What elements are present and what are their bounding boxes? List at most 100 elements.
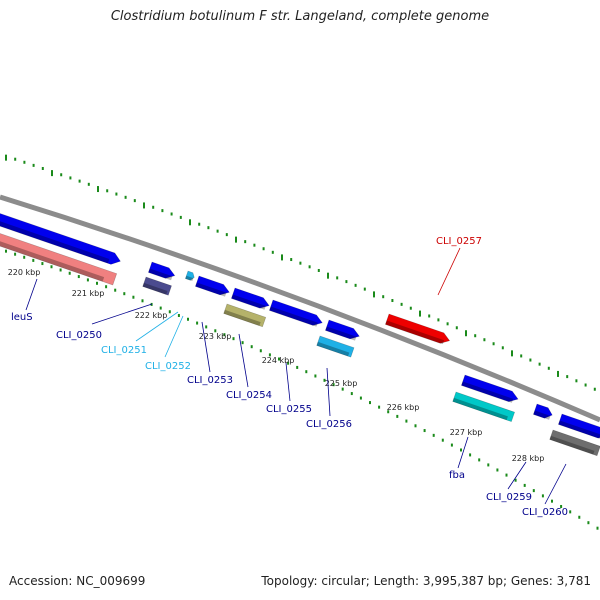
label-leader bbox=[285, 362, 291, 402]
outer-ring-dot bbox=[336, 276, 339, 280]
inner-ring-dot bbox=[414, 424, 417, 428]
label-leader bbox=[238, 333, 249, 388]
genome-stats-text: Topology: circular; Length: 3,995,387 bp… bbox=[261, 574, 591, 588]
accession-text: Accession: NC_009699 bbox=[9, 574, 146, 588]
inner-ring-dot bbox=[268, 353, 271, 357]
outer-ring-dot bbox=[124, 195, 127, 199]
outer-ring-dot bbox=[465, 330, 467, 337]
inner-ring-dot bbox=[287, 361, 290, 365]
outer-ring-dot bbox=[520, 354, 523, 358]
outer-ring-dot bbox=[474, 334, 477, 338]
outer-ring-dot bbox=[363, 287, 366, 291]
tick-label: 227 kbp bbox=[450, 428, 483, 437]
inner-ring-dot bbox=[50, 265, 53, 269]
feature-label: CLI_0253 bbox=[187, 375, 233, 386]
outer-ring-dot bbox=[290, 258, 293, 262]
outer-ring-dot bbox=[409, 306, 412, 310]
label-track: leuSCLI_0250CLI_0251CLI_0252CLI_0253CLI_… bbox=[11, 236, 568, 518]
outer-ring-dot bbox=[152, 205, 155, 209]
feature-CLI_0251 bbox=[185, 270, 195, 281]
inner-ring-dot bbox=[205, 325, 208, 329]
inner-ring-dot bbox=[23, 255, 26, 259]
inner-ring-dot bbox=[187, 317, 189, 321]
feature-label: CLI_0255 bbox=[266, 404, 312, 415]
inner-ring-dot bbox=[532, 489, 535, 493]
outer-ring-dot bbox=[557, 370, 559, 377]
feature-CLI_0260-cds bbox=[549, 429, 600, 457]
tick-label: 222 kbp bbox=[135, 311, 168, 320]
map-title: Clostridium botulinum F str. Langeland, … bbox=[110, 9, 490, 24]
outer-ring-dot bbox=[133, 199, 136, 203]
outer-ring-dot bbox=[529, 358, 532, 362]
feature-label: CLI_0260 bbox=[522, 507, 568, 518]
outer-ring-dot bbox=[115, 192, 118, 196]
outer-ring-dot bbox=[32, 163, 35, 167]
feature-label: CLI_0256 bbox=[306, 419, 352, 430]
outer-ring-dot bbox=[235, 236, 237, 243]
feature-CLI_0253 bbox=[195, 275, 230, 297]
inner-ring-dot bbox=[432, 433, 435, 437]
inner-ring-dot bbox=[223, 333, 226, 337]
outer-ring-dot bbox=[143, 202, 145, 209]
outer-ring-dot bbox=[253, 243, 256, 247]
inner-ring-dot bbox=[441, 438, 444, 442]
inner-ring-dot bbox=[341, 387, 344, 391]
inner-ring-dot bbox=[77, 275, 80, 279]
outer-ring-dot bbox=[225, 233, 228, 237]
inner-ring-dot bbox=[369, 401, 371, 405]
outer-ring-dot bbox=[262, 247, 265, 251]
inner-ring-dot bbox=[123, 292, 126, 296]
inner-ring-dot bbox=[569, 510, 572, 514]
feature-label: fba bbox=[449, 470, 465, 481]
inner-ring-dot bbox=[14, 252, 17, 256]
outer-ring-dot bbox=[511, 350, 513, 357]
outer-ring-dot bbox=[593, 387, 596, 391]
inner-ring-dot bbox=[241, 341, 244, 345]
outer-ring-dot bbox=[327, 272, 329, 279]
inner-ring-dot bbox=[68, 271, 71, 275]
outer-ring-dot bbox=[437, 318, 440, 322]
inner-ring-dot bbox=[560, 504, 563, 508]
label-leader bbox=[91, 303, 153, 325]
outer-ring-dot bbox=[483, 338, 486, 342]
outer-ring-dot bbox=[60, 173, 63, 177]
inner-ring-dot bbox=[496, 468, 499, 472]
inner-ring-dot bbox=[278, 357, 280, 361]
outer-ring-dot bbox=[345, 280, 348, 284]
inner-ring-dot bbox=[387, 410, 390, 414]
inner-ring-dot bbox=[214, 329, 217, 333]
inner-ring-dot bbox=[423, 429, 426, 433]
inner-ring-dot bbox=[132, 295, 135, 299]
inner-ring-dot bbox=[196, 321, 199, 325]
outer-ring-dot bbox=[419, 310, 421, 317]
feature-track bbox=[0, 209, 600, 457]
feature-CLI_0260-gene bbox=[558, 413, 600, 440]
outer-ring-dot bbox=[78, 179, 81, 183]
outer-ring-dot bbox=[446, 322, 449, 326]
inner-ring-dot bbox=[159, 306, 162, 310]
inner-ring-dot bbox=[405, 419, 408, 423]
outer-ring-dot bbox=[308, 265, 311, 269]
outer-ring-dot bbox=[5, 154, 7, 161]
inner-ring-dot bbox=[587, 521, 590, 525]
feature-CLI_0250-cds bbox=[142, 276, 172, 296]
inner-ring-dot bbox=[469, 453, 472, 457]
inner-ring-dot bbox=[478, 458, 481, 462]
feature-CLI_0254-gene bbox=[231, 287, 270, 310]
label-leader bbox=[164, 315, 184, 358]
inner-ring-dot bbox=[378, 405, 381, 409]
inner-ring-dot bbox=[541, 494, 544, 498]
feature-label: leuS bbox=[11, 312, 33, 323]
outer-ring-dot bbox=[271, 250, 274, 254]
inner-ring-dot bbox=[259, 349, 262, 353]
feature-CLI_0256-gene bbox=[325, 319, 360, 341]
label-leader bbox=[25, 278, 38, 311]
outer-ring-dot bbox=[244, 240, 247, 244]
inner-ring-dot bbox=[168, 310, 171, 314]
inner-ring-dot bbox=[359, 396, 362, 400]
inner-ring-dot bbox=[305, 370, 308, 374]
feature-label: CLI_0252 bbox=[145, 361, 191, 372]
label-leader bbox=[326, 367, 331, 417]
feature-CLI_0255 bbox=[269, 299, 323, 327]
